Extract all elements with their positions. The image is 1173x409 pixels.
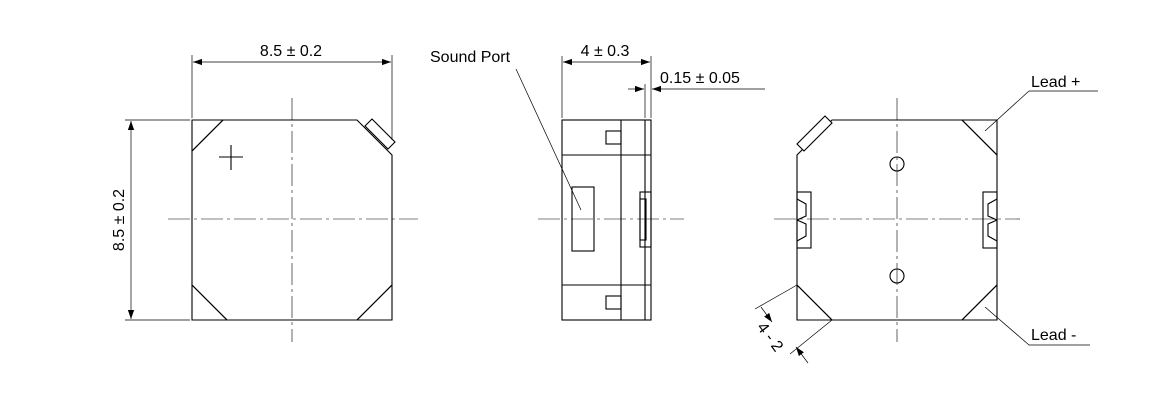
lead-thickness-dimension: 0.15 ± 0.05 <box>660 70 740 87</box>
lead-minus-leader <box>984 306 1030 346</box>
corner-dimension-extension-2 <box>789 319 833 355</box>
front-lead-top-left <box>191 119 225 153</box>
corner-dimension-arrow-1 <box>760 306 773 323</box>
side-lead-tab-top <box>605 130 622 145</box>
corner-dimension: 4 - 2 <box>753 319 786 355</box>
lead-plus-label: Lead + <box>1031 74 1080 91</box>
bottom-hole-top <box>889 156 905 172</box>
side-contact-inner <box>639 198 647 241</box>
bottom-lead-bottom-right <box>960 283 998 321</box>
bottom-lead-top-left <box>796 115 833 152</box>
side-thickness-dimension: 4 ± 0.3 <box>581 43 630 60</box>
bottom-hole-bottom <box>889 268 905 284</box>
lead-plus-leader <box>984 90 1030 132</box>
side-view: Sound Port 4 ± 0.3 0.15 ± 0.05 <box>430 43 765 321</box>
side-body-outline <box>561 119 652 321</box>
bottom-lead-top-right <box>960 119 998 157</box>
bottom-view: Lead + Lead - 4 - 2 <box>753 74 1098 364</box>
side-lead-tab-bottom <box>605 295 622 310</box>
lead-minus-label: Lead - <box>1031 327 1076 344</box>
bottom-contact-right-detail <box>987 198 998 242</box>
bottom-lead-bottom-left <box>796 283 834 321</box>
bottom-contact-left-detail <box>796 198 807 242</box>
front-lead-bottom-right <box>355 283 393 321</box>
corner-dimension-arrow-2 <box>795 346 809 364</box>
front-view: + 8.5 ± 0.2 8.5 ± 0.2 <box>111 43 418 342</box>
sound-port-leader <box>515 68 582 211</box>
front-width-dimension: 8.5 ± 0.2 <box>260 43 322 60</box>
corner-dimension-extension-1 <box>754 284 798 310</box>
sound-port-label: Sound Port <box>430 49 511 66</box>
front-height-dimension: 8.5 ± 0.2 <box>111 189 128 251</box>
sound-port-opening <box>571 186 595 252</box>
front-lead-top-right <box>364 118 396 150</box>
front-lead-bottom-left <box>191 283 229 321</box>
